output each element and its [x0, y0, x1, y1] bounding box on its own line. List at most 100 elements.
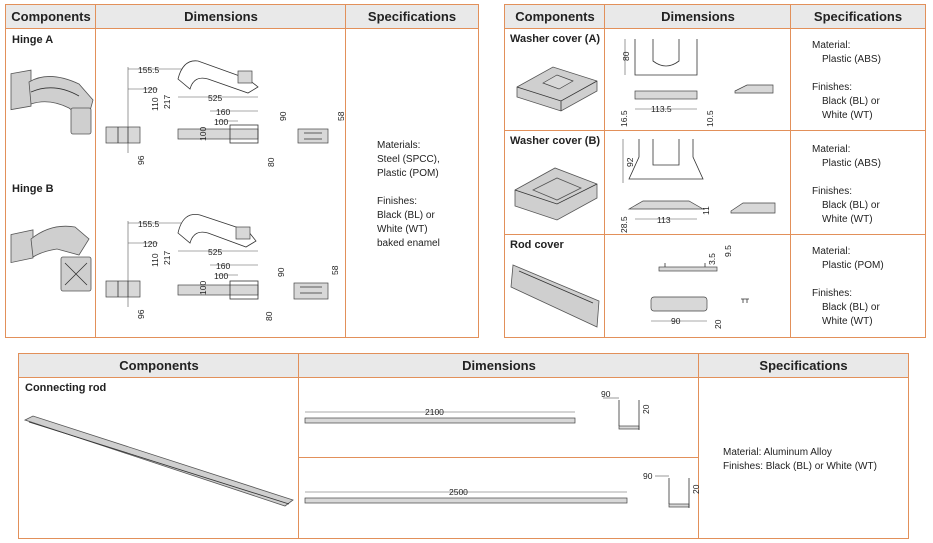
hinge-a-dim-58: 58	[336, 111, 346, 121]
rod-dim-h20a: 20	[641, 404, 651, 414]
hinge-b-image	[10, 225, 92, 292]
hinge-spec-line: Black (BL) or	[377, 210, 435, 221]
header-specifications: Specifications	[699, 354, 908, 378]
hinge-b-dim-100b: 100	[214, 271, 228, 281]
hinge-a-dim-110: 110	[150, 97, 160, 111]
hinge-b-drawing: 155.5 120 217 110 525 96 160 100 100 90 …	[105, 214, 340, 321]
spec-line: Finishes:	[812, 186, 853, 197]
rod-2100-drawing: 2100 90 20	[304, 389, 651, 430]
washer-a-dim-10: 10.5	[705, 110, 715, 127]
hinge-a-image	[10, 69, 94, 135]
header-specifications-text: Specifications	[367, 9, 457, 24]
spec-line: Black (BL) or	[822, 200, 880, 211]
rod-dim-2500: 2500	[449, 487, 468, 497]
header-components: Components	[6, 5, 96, 29]
spec-line: Plastic (POM)	[822, 260, 884, 271]
hinge-b-dim-96: 96	[136, 309, 146, 319]
spec-line: Plastic (ABS)	[822, 54, 881, 65]
connecting-rod-table: Components Dimensions Specifications Con…	[18, 353, 909, 539]
connecting-rod-label: Connecting rod	[25, 382, 107, 394]
washer-b-drawing: 92 113 28.5 11	[619, 139, 776, 233]
spec-line: Material:	[812, 246, 851, 257]
header-dimensions-text: Dimensions	[462, 358, 536, 373]
hinge-a-dim-96: 96	[136, 155, 146, 165]
spec-line: Black (BL) or	[822, 302, 880, 313]
washer-b-dim-92: 92	[625, 157, 635, 167]
hinge-a-drawing: 155.5 120 217 110 525 96 160 100 100 90 …	[105, 60, 346, 167]
header-components: Components	[19, 354, 299, 378]
rod-2500-drawing: 2500 90 20	[304, 471, 701, 508]
hinge-table: Components Dimensions Specifications Hin…	[5, 4, 479, 338]
hinge-a-dim-525: 525	[208, 93, 222, 103]
washer-b-dim-28: 28.5	[619, 216, 629, 233]
hinge-a-dim-100b: 100	[214, 117, 228, 127]
washer-b-image	[514, 167, 598, 221]
header-components-text: Components	[11, 9, 91, 24]
hinge-b-dim-525: 525	[208, 247, 222, 257]
hinge-b-dim-155: 155.5	[138, 219, 160, 229]
washer-b-spec: Material: Plastic (ABS) Finishes: Black …	[812, 143, 881, 227]
hinge-a-label: Hinge A	[12, 34, 54, 46]
spec-line: Material:	[812, 144, 851, 155]
spec-line: Finishes:	[812, 82, 853, 93]
washer-a-label: Washer cover (A)	[510, 33, 601, 45]
rod-cover-image	[510, 264, 600, 328]
hinge-a-dim-217: 217	[162, 95, 172, 109]
washer-b-dim-113: 113	[657, 215, 671, 225]
hinge-b-dim-110: 110	[150, 253, 160, 267]
hinge-a-dim-90: 90	[278, 111, 288, 121]
hinge-spec-line: White (WT)	[377, 224, 428, 235]
rod-cover-dim-35: 3.5	[707, 253, 717, 265]
covers-table: Components Dimensions Specifications Was…	[504, 4, 926, 338]
header-specifications-text: Specifications	[813, 9, 903, 24]
washer-a-dim-16: 16.5	[619, 110, 629, 127]
hinge-b-dim-160: 160	[216, 261, 230, 271]
hinge-spec-line: baked enamel	[377, 238, 440, 249]
washer-a-dim-113: 113.5	[651, 104, 672, 114]
washer-a-drawing: 80 113.5 16.5 10.5	[619, 39, 774, 127]
spec-line: Plastic (ABS)	[822, 158, 881, 169]
hinge-a-dim-120: 120	[143, 85, 157, 95]
header-dimensions: Dimensions	[299, 354, 699, 378]
spec-line: Material: Aluminum Alloy	[723, 447, 832, 458]
spec-line: Material:	[812, 40, 851, 51]
washer-b-dim-11: 11	[701, 206, 711, 215]
hinge-a-dim-100a: 100	[198, 127, 208, 141]
hinge-spec: Materials: Steel (SPCC), Plastic (POM) F…	[377, 139, 440, 251]
washer-a-spec: Material: Plastic (ABS) Finishes: Black …	[812, 39, 881, 123]
header-components-text: Components	[515, 9, 595, 24]
rod-cover-dim-95: 9.5	[723, 245, 733, 257]
rod-dim-2100: 2100	[425, 407, 444, 417]
header-dimensions: Dimensions	[605, 5, 791, 29]
rod-dim-w90a: 90	[601, 389, 611, 399]
washer-a-image	[516, 66, 598, 112]
spec-line: White (WT)	[822, 316, 873, 327]
spec-line: Finishes:	[812, 288, 853, 299]
header-components-text: Components	[119, 358, 199, 373]
washer-a-dim-80: 80	[621, 51, 631, 61]
rod-dim-h20b: 20	[691, 484, 701, 494]
header-specifications-text: Specifications	[759, 358, 848, 373]
hinge-a-dim-80: 80	[266, 157, 276, 167]
hinge-b-dim-58: 58	[330, 265, 340, 275]
spec-line: Black (BL) or	[822, 96, 880, 107]
hinge-b-dim-100a: 100	[198, 281, 208, 295]
rod-cover-drawing: 3.5 9.5 90 20	[650, 245, 749, 329]
header-dimensions: Dimensions	[96, 5, 346, 29]
rod-cover-dim-90: 90	[671, 316, 681, 326]
connecting-rod-spec: Material: Aluminum Alloy Finishes: Black…	[723, 446, 877, 474]
rod-cover-label: Rod cover	[510, 239, 564, 251]
hinge-b-label: Hinge B	[12, 183, 54, 195]
header-dimensions-text: Dimensions	[661, 9, 735, 24]
spec-line: White (WT)	[822, 110, 873, 121]
washer-b-label: Washer cover (B)	[510, 135, 601, 147]
spec-line: White (WT)	[822, 214, 873, 225]
hinge-spec-line: Plastic (POM)	[377, 168, 439, 179]
header-specifications: Specifications	[791, 5, 925, 29]
spec-line: Finishes: Black (BL) or White (WT)	[723, 461, 877, 472]
header-specifications: Specifications	[346, 5, 478, 29]
hinge-b-dim-80: 80	[264, 311, 274, 321]
hinge-b-dim-217: 217	[162, 251, 172, 265]
rod-cover-dim-20: 20	[713, 319, 723, 329]
connecting-rod-image	[23, 415, 294, 507]
